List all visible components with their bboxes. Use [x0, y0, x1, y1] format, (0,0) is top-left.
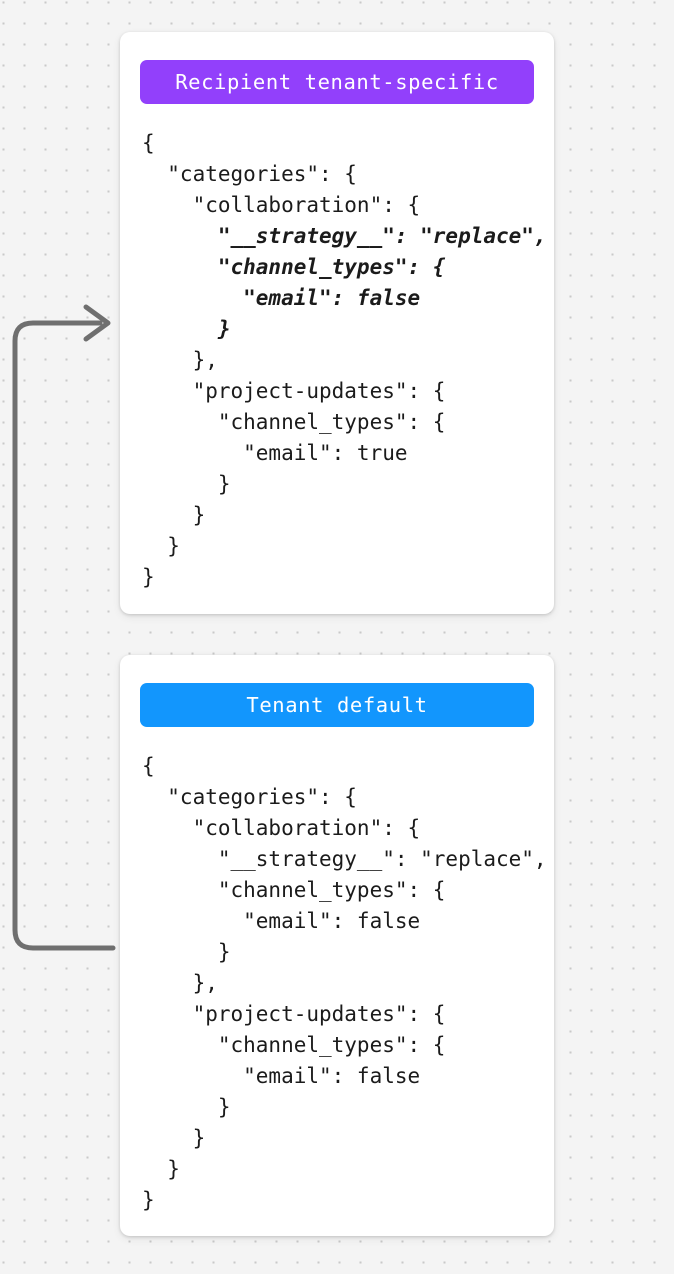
code-line: "categories": { [142, 785, 357, 809]
tenant-default-json-code-block: { "categories": { "collaboration": { "__… [142, 751, 547, 1216]
code-line: "project-updates": { [142, 379, 446, 403]
code-line: } [142, 472, 231, 496]
tenant-default-badge: Tenant default [140, 683, 534, 727]
code-line: } [142, 503, 206, 527]
code-line: "__strategy__": "replace", [142, 224, 547, 248]
code-line: "channel_types": { [142, 410, 446, 434]
code-line: "collaboration": { [142, 193, 421, 217]
code-line: } [142, 1157, 180, 1181]
recipient-tenant-specific-card: Recipient tenant-specific { "categories"… [120, 32, 554, 614]
code-line: { [142, 131, 155, 155]
code-line: "channel_types": { [142, 878, 446, 902]
code-line: "channel_types": { [142, 1033, 446, 1057]
code-line: "__strategy__": "replace", [142, 847, 547, 871]
code-line: "email": false [142, 286, 421, 310]
recipient-tenant-specific-badge: Recipient tenant-specific [140, 60, 534, 104]
code-line: "categories": { [142, 162, 357, 186]
code-line: { [142, 754, 155, 778]
code-line: "email": false [142, 909, 421, 933]
code-line: } [142, 565, 155, 589]
code-line: "channel_types": { [142, 255, 446, 279]
code-line: } [142, 1188, 155, 1212]
code-line: } [142, 940, 231, 964]
arrowhead-icon [83, 304, 111, 342]
code-line: "email": true [142, 441, 408, 465]
code-line: } [142, 317, 231, 341]
code-line: }, [142, 971, 218, 995]
code-line: } [142, 534, 180, 558]
code-line: } [142, 1126, 206, 1150]
code-line: "collaboration": { [142, 816, 421, 840]
code-line: "email": false [142, 1064, 421, 1088]
code-line: "project-updates": { [142, 1002, 446, 1026]
recipient-json-code-block: { "categories": { "collaboration": { "__… [142, 128, 547, 593]
tenant-default-card: Tenant default { "categories": { "collab… [120, 655, 554, 1236]
code-line: }, [142, 348, 218, 372]
tenant-default-to-recipient-arrow [12, 320, 116, 951]
code-line: } [142, 1095, 231, 1119]
